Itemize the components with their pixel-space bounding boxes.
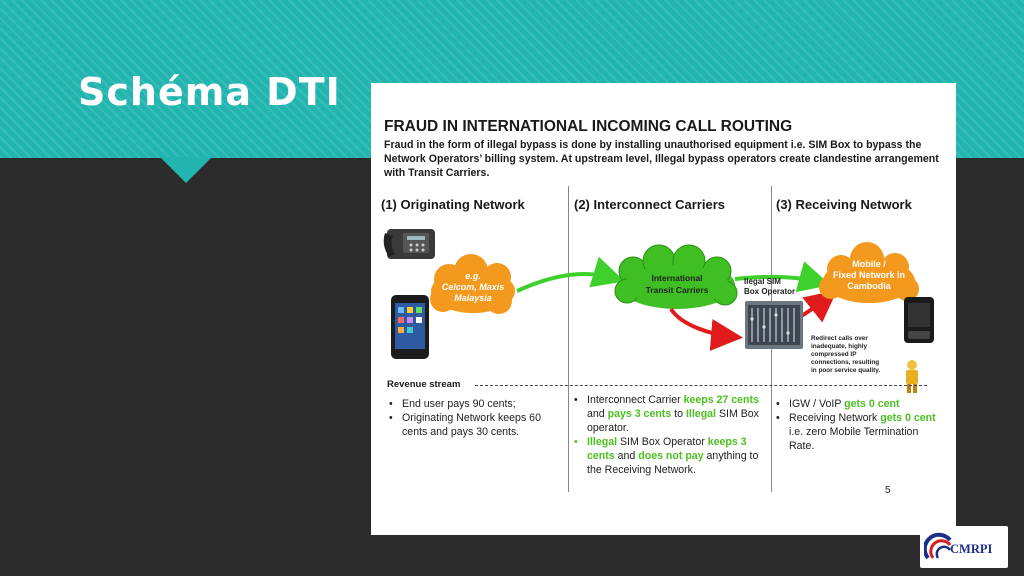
receiving-cloud-line1: Mobile / <box>852 259 886 269</box>
revenue-stream-line <box>475 385 927 386</box>
panel-title: FRAUD IN INTERNATIONAL INCOMING CALL ROU… <box>384 118 793 135</box>
header-band <box>0 0 1024 158</box>
cmrpi-logo: CMRPI <box>920 526 1008 568</box>
logo-text: CMRPI <box>950 542 993 556</box>
slide-title: Schéma DTI <box>78 70 341 114</box>
column-heading-receiving: (3) Receiving Network <box>776 197 912 212</box>
receiving-cloud-line2: Fixed Network in <box>833 270 905 280</box>
mobile-phone-icon <box>904 297 934 343</box>
redirect-note-line3: compressed IP <box>811 351 857 358</box>
origin-cloud-line2: Celcom, Maxis <box>442 282 505 292</box>
header-band-notch <box>160 157 212 183</box>
arrow-transit-to-receiving <box>734 261 831 293</box>
simbox-label-line1: Ilegal SIM <box>744 277 781 286</box>
arrow-origin-to-transit <box>516 256 625 293</box>
list-item: Interconnect Carrier keeps 27 cents and … <box>574 393 764 435</box>
page-number: 5 <box>885 485 891 496</box>
origin-cloud-line3: Malaysia <box>454 293 492 303</box>
sim-box-icon <box>745 301 803 349</box>
list-item: IGW / VoIP gets 0 cent <box>776 397 946 411</box>
origin-network-cloud: e.g. Celcom, Maxis Malaysia <box>430 254 515 314</box>
column-divider-1 <box>568 186 569 492</box>
redirect-note-line2: inadequate, highly <box>811 343 868 350</box>
origin-cloud-line1: e.g. <box>465 271 481 281</box>
desk-phone-icon <box>383 229 435 259</box>
receiving-revenue-list: IGW / VoIP gets 0 cent Receiving Network… <box>776 397 946 453</box>
simbox-label-line2: Box Operator <box>744 287 795 296</box>
redirect-note-line1: Redirect calls over <box>811 335 868 342</box>
fraud-diagram-panel: FRAUD IN INTERNATIONAL INCOMING CALL ROU… <box>371 83 956 535</box>
panel-description: Fraud in the form of illegal bypass is d… <box>384 139 939 179</box>
list-item: End user pays 90 cents; <box>389 397 564 411</box>
receiving-cloud-line3: Cambodia <box>847 281 892 291</box>
interconnect-revenue-list: Interconnect Carrier keeps 27 cents and … <box>574 393 764 477</box>
list-item: Receiving Network gets 0 cent i.e. zero … <box>776 411 946 453</box>
arrow-transit-to-simbox <box>669 307 743 351</box>
transit-cloud-line1: International <box>651 273 702 283</box>
routing-diagram: e.g. Celcom, Maxis Malaysia Internationa… <box>383 229 934 393</box>
column-heading-originating: (1) Originating Network <box>381 197 525 212</box>
originating-revenue-list: End user pays 90 cents; Originating Netw… <box>389 397 564 439</box>
transit-carriers-cloud: International Transit Carriers <box>614 244 738 309</box>
redirect-note-line5: in poor service quality. <box>811 367 880 374</box>
revenue-stream-label: Revenue stream <box>387 379 461 390</box>
cmrpi-logo-mark <box>924 532 952 560</box>
list-item: Originating Network keeps 60 cents and p… <box>389 411 564 439</box>
smartphone-icon <box>391 295 429 359</box>
transit-cloud-line2: Transit Carriers <box>646 285 709 295</box>
worker-icon <box>906 360 918 393</box>
receiving-network-cloud: Mobile / Fixed Network in Cambodia <box>819 242 919 303</box>
column-heading-interconnect: (2) Interconnect Carriers <box>574 197 725 212</box>
list-item: Illegal SIM Box Operator keeps 3 cents a… <box>574 435 764 477</box>
redirect-note-line4: connections, resulting <box>811 359 879 366</box>
